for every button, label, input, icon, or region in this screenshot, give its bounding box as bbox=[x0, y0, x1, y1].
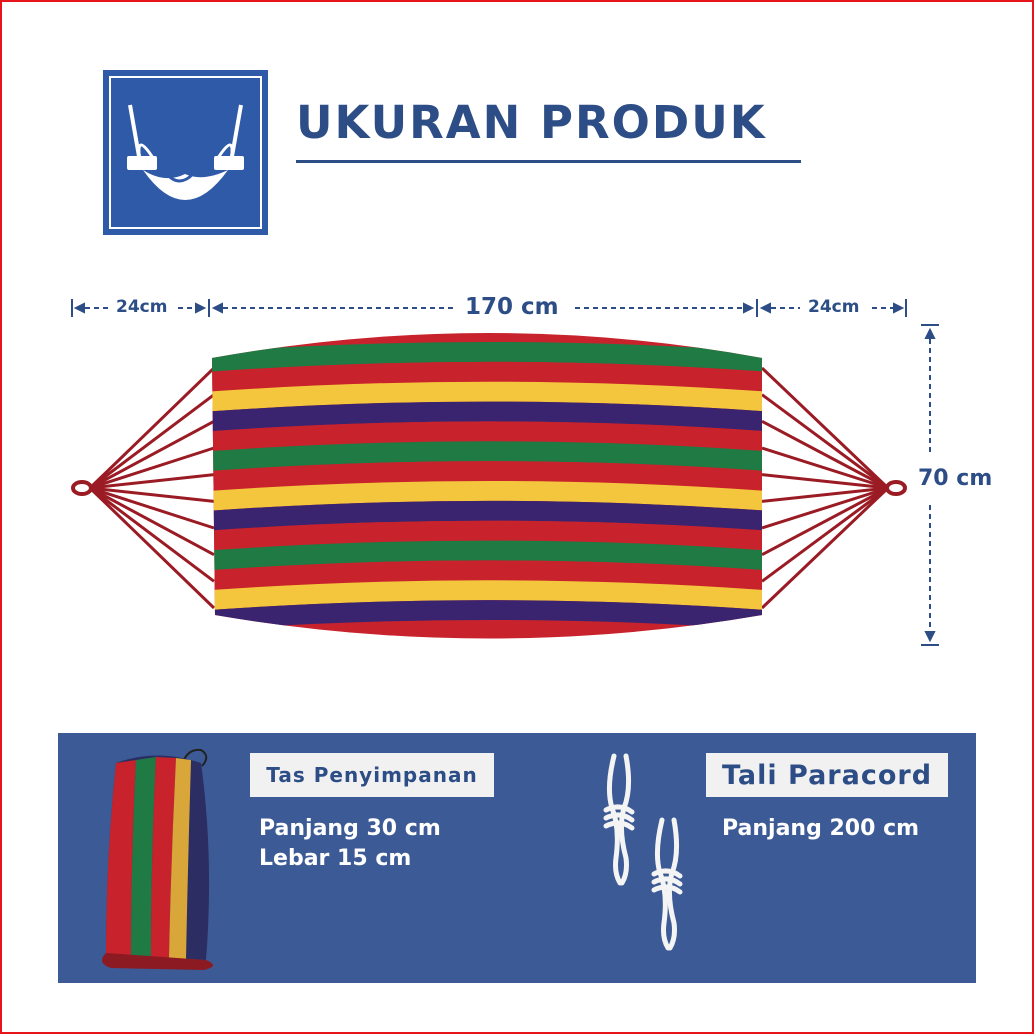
rope-strand bbox=[761, 486, 889, 530]
rope-strand bbox=[761, 473, 889, 490]
hammock-stripe bbox=[212, 520, 762, 551]
hammock-stripe bbox=[212, 560, 762, 591]
hammock-stripe bbox=[212, 600, 762, 630]
hammock-stripe bbox=[212, 500, 762, 531]
rope-strand bbox=[89, 446, 215, 490]
rope-strand bbox=[761, 486, 889, 503]
body-length: 170 cm bbox=[465, 294, 559, 320]
rope-strand bbox=[761, 420, 889, 490]
hammock-stripe bbox=[212, 540, 762, 571]
storage-bag-image bbox=[102, 748, 214, 970]
hammock-stripe bbox=[212, 421, 762, 452]
hammock-stripes bbox=[212, 342, 762, 630]
hammock-stripe bbox=[212, 441, 762, 472]
rope-strand bbox=[761, 446, 889, 490]
bag-width: Lebar 15 cm bbox=[259, 846, 412, 871]
bag-label: Tas Penyimpanan bbox=[250, 753, 494, 797]
paracord-length: Panjang 200 cm bbox=[722, 816, 920, 841]
hammock-stripe bbox=[212, 481, 762, 511]
right-ropes bbox=[760, 366, 890, 610]
hammock-logo bbox=[103, 70, 268, 235]
rope-strand bbox=[89, 486, 215, 503]
logo-border bbox=[109, 76, 262, 229]
hammock-width: 70 cm bbox=[918, 466, 993, 491]
hammock-stripe bbox=[212, 381, 762, 412]
hammock-stripe bbox=[212, 361, 762, 392]
bag-length: Panjang 30 cm bbox=[259, 816, 441, 841]
rope-strand bbox=[761, 486, 889, 556]
hammock-icon bbox=[127, 104, 244, 200]
paracord-label: Tali Paracord bbox=[706, 753, 948, 797]
rope-strand bbox=[89, 486, 215, 583]
left-ring bbox=[71, 480, 93, 496]
page-title: UKURAN PRODUK bbox=[296, 96, 767, 149]
hammock-illustration bbox=[71, 333, 907, 639]
hammock-stripe bbox=[212, 580, 762, 611]
rope-strand bbox=[89, 393, 215, 490]
rope-strand bbox=[88, 486, 216, 610]
paracord-image bbox=[603, 753, 683, 951]
left-ropes bbox=[88, 366, 216, 610]
dimension-arrows bbox=[71, 299, 939, 646]
rope-strand bbox=[760, 366, 890, 490]
left-rope-length: 24cm bbox=[116, 297, 168, 317]
hammock-stripe bbox=[212, 401, 762, 432]
hammock-stripe bbox=[212, 461, 762, 491]
rope-strand bbox=[89, 486, 215, 556]
rope-strand bbox=[89, 473, 215, 490]
rope-strand bbox=[761, 486, 889, 583]
rope-strand bbox=[88, 366, 216, 490]
hammock-stripe bbox=[212, 342, 762, 372]
right-rope-length: 24cm bbox=[808, 297, 860, 317]
right-ring bbox=[885, 480, 907, 496]
rope-strand bbox=[760, 486, 890, 610]
rope-strand bbox=[89, 486, 215, 530]
rope-strand bbox=[761, 393, 889, 490]
title-underline bbox=[296, 160, 801, 163]
accessories-panel: Tas Penyimpanan Panjang 30 cm Lebar 15 c… bbox=[58, 733, 976, 983]
rope-strand bbox=[89, 420, 215, 490]
